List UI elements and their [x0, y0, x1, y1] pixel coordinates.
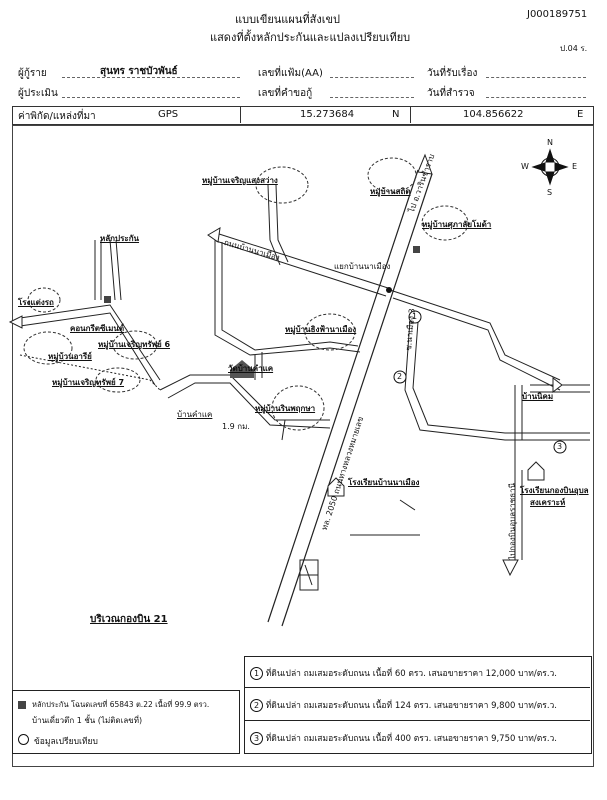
comp-2-text: ที่ดินเปล่า ถมเสมอระดับถนน เนื้อที่ 124 … — [265, 701, 558, 711]
comp-1-text: ที่ดินเปล่า ถมเสมอระดับถนน เนื้อที่ 60 ต… — [265, 669, 558, 679]
label-wat-kham-kae: วัดบ้านคำแค — [228, 364, 274, 373]
borrower-value: สุนทร ราชบัวพันธ์ — [100, 66, 178, 77]
label-collateral-title: หลักประกัน — [100, 234, 140, 243]
received-date-label: วันที่รับเรื่อง — [427, 68, 478, 79]
comp-2-number: 2 — [250, 699, 263, 712]
compass-s: S — [547, 188, 553, 197]
map-comp-1: 1 — [412, 312, 418, 321]
label-village-rin-phukpha: หมู่บ้านรินพฤกษา — [255, 404, 316, 413]
form-title: แบบเขียนแผนที่สังเขป — [235, 13, 340, 26]
comparison-legend-label: ข้อมูลเปรียบเทียบ — [34, 737, 98, 747]
label-village-jaroensup7: หมู่บ้านเจริญทรัพย์ 7 — [52, 378, 125, 387]
coords-lat: 15.273684 — [300, 109, 355, 120]
collateral-legend-line-2: บ้านเดี่ยวตึก 1 ชั้น (ไม่ติดเลขที่) — [32, 716, 143, 725]
comparison-legend-icon — [18, 734, 29, 745]
label-ban-kham-kae: บ้านคำแค — [177, 410, 213, 419]
label-village-aree: หมู่บ้านอารีย์ — [48, 352, 92, 361]
comp-3-text: ที่ดินเปล่า ถมเสมอระดับถนน เนื้อที่ 400 … — [265, 734, 558, 744]
coords-lat-dir: N — [392, 109, 400, 120]
label-school-right-2: สงเคราะห์ — [530, 498, 566, 507]
label-ban-nikom: บ้านนิคม — [522, 392, 554, 401]
label-school-right: โรงเรียนกองบินอุบล — [520, 486, 589, 495]
coordinates-row — [12, 106, 594, 125]
coords-source: GPS — [158, 109, 179, 120]
comp-row-2: 2 ที่ดินเปล่า ถมเสมอระดับถนน เนื้อที่ 12… — [250, 698, 557, 712]
collateral-legend-icon — [18, 701, 26, 709]
compass-w: W — [521, 162, 529, 171]
label-left-a: โรงแต่งรถ — [18, 298, 54, 307]
comp-row-3: 3 ที่ดินเปล่า ถมเสมอระดับถนน เนื้อที่ 40… — [250, 731, 557, 745]
label-to-airport: ไปกองบินอุบลราชธานี — [508, 482, 517, 560]
coords-lon: 104.856622 — [463, 109, 524, 120]
label-village-jaroensup6: หมู่บ้านเจริญทรัพย์ 6 — [98, 340, 171, 349]
file-no-label: เลขที่แฟ้ม(AA) — [258, 68, 323, 79]
label-left-b: คอนกรีตซีเมนต์ — [70, 324, 125, 333]
label-village-sathit: หมู่บ้านสถิต — [370, 187, 411, 196]
compass-e: E — [572, 162, 578, 171]
coords-lon-dir: E — [577, 109, 584, 120]
label-school-na-muang: โรงเรียนบ้านนาเมือง — [348, 478, 420, 487]
label-village-ying-fa: หมู่บ้านธิงฟ้านาเมือง — [285, 325, 357, 334]
label-village-charoen-sawang: หมู่บ้านเจริญแสงสว่าง — [202, 176, 278, 185]
coords-label: ค่าพิกัด/แหล่งที่มา — [18, 111, 96, 122]
label-distance: 1.9 กม. — [222, 422, 250, 431]
appraiser-label: ผู้ประเมิน — [18, 88, 58, 99]
label-air-base: บริเวณกองบิน 21 — [90, 614, 168, 625]
form-subtitle: แสดงที่ตั้งหลักประกันและแปลงเปรียบเทียบ — [210, 31, 411, 44]
survey-date-label: วันที่สำรวจ — [427, 88, 475, 99]
collateral-legend-line-1: หลักประกัน โฉนดเลขที่ 65843 ต.22 เนื้อที… — [32, 700, 210, 709]
map-comp-2: 2 — [397, 372, 403, 381]
comp-3-number: 3 — [250, 732, 263, 745]
comp-1-number: 1 — [250, 667, 263, 680]
label-village-supalai: หมู่บ้านศุภาลัยโมด้า — [422, 220, 492, 229]
form-code: ป.04 ร. — [560, 44, 588, 53]
comp-row-1: 1 ที่ดินเปล่า ถมเสมอระดับถนน เนื้อที่ 60… — [250, 666, 557, 680]
map-comp-3: 3 — [557, 442, 563, 451]
request-no-label: เลขที่คำขอกู้ — [258, 88, 313, 99]
legend-left-box — [12, 690, 240, 754]
label-kaeng: แยกบ้านนาเมือง — [334, 262, 391, 271]
doc-id: J000189751 — [527, 9, 588, 20]
compass-n: N — [547, 138, 553, 147]
borrower-label: ผู้กู้ราย — [18, 68, 47, 79]
legend-comps-box — [244, 656, 592, 754]
